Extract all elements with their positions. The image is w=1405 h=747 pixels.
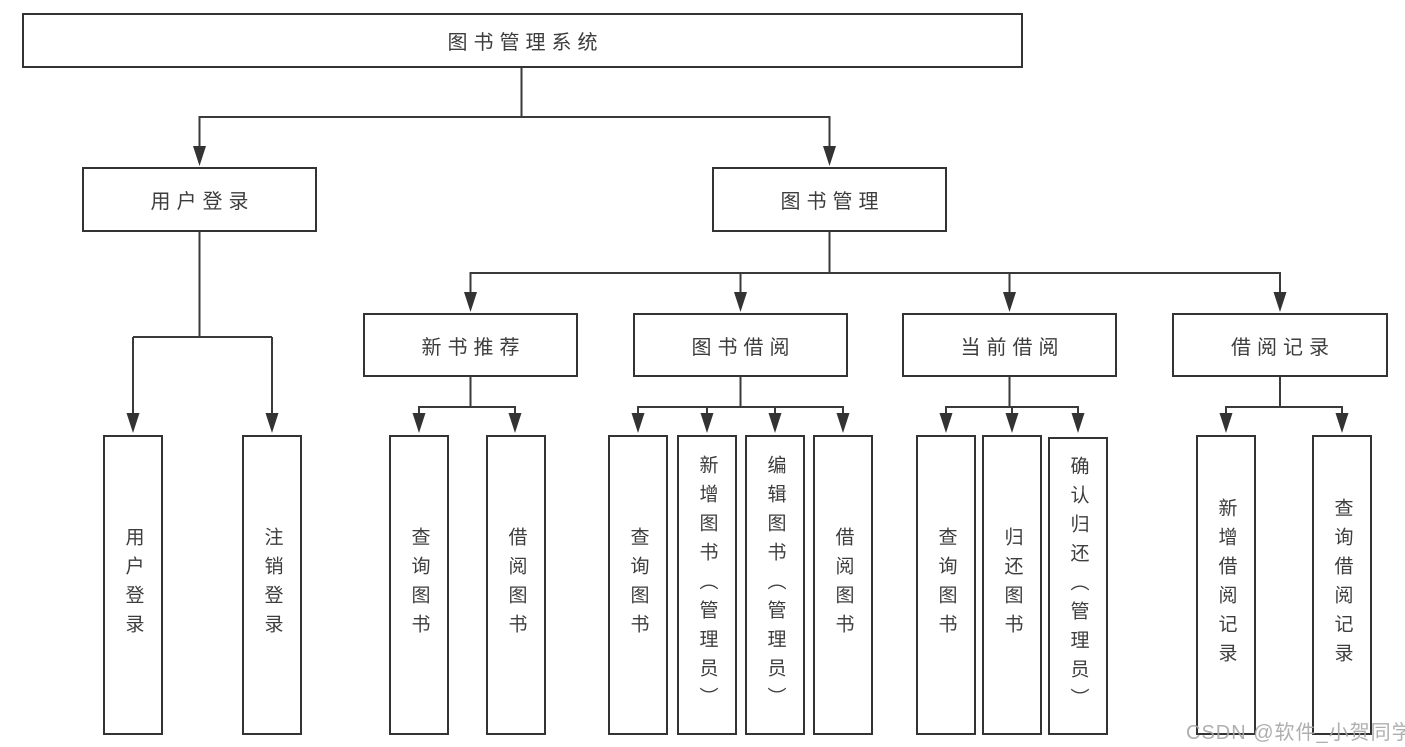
- leaf-query-books-recommend: 查询图书: [389, 435, 449, 735]
- node-user-login: 用户登录: [82, 167, 317, 232]
- node-borrowing-records: 借阅记录: [1172, 313, 1388, 377]
- leaf-return-books-label: 归还图书: [1001, 527, 1023, 643]
- leaf-query-books-borrow-label: 查询图书: [627, 527, 649, 643]
- leaf-borrow-books-borrow: 借阅图书: [813, 435, 873, 735]
- leaf-query-borrow-record-label: 查询借阅记录: [1331, 498, 1353, 672]
- leaf-query-borrow-record: 查询借阅记录: [1312, 435, 1372, 735]
- leaf-confirm-return-admin-label: 确认归还（管理员）: [1067, 455, 1089, 717]
- node-new-book-recommend: 新书推荐: [363, 313, 578, 377]
- arrowhead-icons: [126, 146, 1349, 433]
- node-current-borrowing: 当前借阅: [902, 313, 1117, 377]
- leaf-edit-books-admin-label: 编辑图书（管理员）: [764, 454, 786, 716]
- leaf-logout-label: 注销登录: [261, 527, 283, 643]
- leaf-borrow-books-recommend: 借阅图书: [486, 435, 546, 735]
- leaf-borrow-books-borrow-label: 借阅图书: [832, 527, 854, 643]
- leaf-user-login: 用户登录: [103, 435, 163, 735]
- leaf-logout: 注销登录: [242, 435, 302, 735]
- leaf-query-books-current: 查询图书: [916, 435, 976, 735]
- leaf-add-books-admin: 新增图书（管理员）: [677, 435, 737, 735]
- leaf-borrow-books-recommend-label: 借阅图书: [505, 527, 527, 643]
- leaf-add-borrow-record: 新增借阅记录: [1196, 435, 1256, 735]
- leaf-add-books-admin-label: 新增图书（管理员）: [696, 454, 718, 716]
- leaf-query-books-current-label: 查询图书: [935, 527, 957, 643]
- leaf-query-books-borrow: 查询图书: [608, 435, 668, 735]
- leaf-edit-books-admin: 编辑图书（管理员）: [745, 435, 805, 735]
- leaf-add-borrow-record-label: 新增借阅记录: [1215, 498, 1237, 672]
- leaf-confirm-return-admin: 确认归还（管理员）: [1048, 437, 1108, 735]
- node-root-system: 图书管理系统: [22, 13, 1023, 68]
- leaf-query-books-recommend-label: 查询图书: [408, 527, 430, 643]
- node-book-borrowing: 图书借阅: [633, 313, 848, 377]
- leaf-return-books: 归还图书: [982, 435, 1042, 735]
- leaf-user-login-label: 用户登录: [122, 527, 144, 643]
- csdn-watermark: CSDN @软件_小贺同学: [1186, 722, 1405, 744]
- node-book-management: 图书管理: [712, 167, 947, 232]
